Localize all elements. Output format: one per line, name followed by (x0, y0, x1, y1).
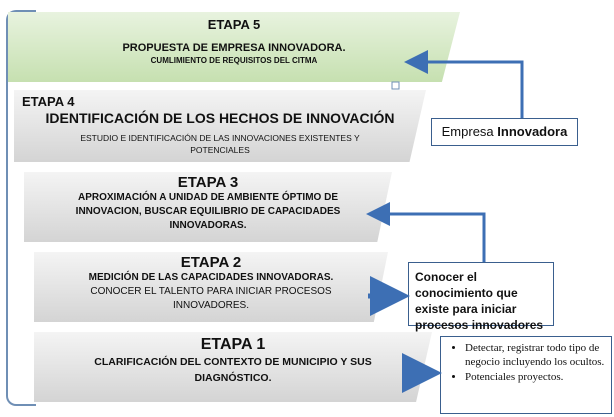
detectar-list-item-1: Detectar, registrar todo tipo de negocio… (465, 341, 607, 369)
left-bracket (6, 10, 36, 406)
stage-5-line1: PROPUESTA DE EMPRESA INNOVADORA. (122, 42, 346, 54)
stage-2-title: ETAPA 2 (180, 254, 242, 271)
empresa-innovadora-box: Empresa Innovadora (431, 118, 578, 146)
detectar-registrar-box: Detectar, registrar todo tipo de negocio… (440, 336, 612, 414)
stage-2-line2: CONOCER EL TALENTO PARA INICIAR PROCESOS (90, 286, 332, 297)
stage-5-title: ETAPA 5 (207, 17, 261, 32)
stage-4-line2a: ESTUDIO E IDENTIFICACIÓN DE LAS INNOVACI… (80, 133, 360, 143)
stage-5-banner: ETAPA 5 PROPUESTA DE EMPRESA INNOVADORA.… (8, 12, 460, 82)
stage-1-line1: CLARIFICACIÓN DEL CONTEXTO DE MUNICIPIO … (94, 356, 372, 368)
stage-4-line2b: POTENCIALES (190, 145, 250, 155)
stage-4-line2: ESTUDIO E IDENTIFICACIÓN DE LAS INNOVACI… (14, 132, 426, 156)
detectar-list: Detectar, registrar todo tipo de negocio… (449, 341, 607, 384)
stage-3-banner: ETAPA 3 APROXIMACIÓN A UNIDAD DE AMBIENT… (24, 172, 392, 242)
arrow-conocer-to-stage3 (366, 202, 486, 262)
small-marker-icon (391, 81, 400, 90)
stage-3-line3: INNOVADORAS. (169, 220, 247, 231)
detectar-list-item-2: Potenciales proyectos. (465, 370, 607, 384)
empresa-text-2: Innovadora (497, 124, 568, 139)
stage-4-title: ETAPA 4 (22, 94, 75, 109)
stage-3-line1: APROXIMACIÓN A UNIDAD DE AMBIENTE ÓPTIMO… (77, 192, 338, 203)
stage-4-banner: ETAPA 4 IDENTIFICACIÓN DE LOS HECHOS DE … (14, 90, 426, 162)
conocer-text: Conocer el conocimiento que existe para … (415, 270, 544, 332)
stage-2-line3: INNOVADORES. (173, 300, 249, 311)
stage-1-line2: DIAGNÓSTICO. (194, 372, 272, 384)
empresa-text-1: Empresa (441, 124, 498, 139)
stage-3-title: ETAPA 3 (177, 174, 239, 191)
stage-1-banner: ETAPA 1 CLARIFICACIÓN DEL CONTEXTO DE MU… (34, 332, 432, 402)
conocer-conocimiento-box: Conocer el conocimiento que existe para … (408, 262, 554, 332)
stage-4-line1: IDENTIFICACIÓN DE LOS HECHOS DE INNOVACI… (45, 110, 395, 126)
stage-2-line1: MEDICIÓN DE LAS CAPACIDADES INNOVADORAS. (88, 272, 334, 283)
stage-2-banner: ETAPA 2 MEDICIÓN DE LAS CAPACIDADES INNO… (34, 252, 388, 322)
stage-5-line2: CUMLIMIENTO DE REQUISITOS DEL CITMA (150, 56, 318, 65)
stage-3-line2: INNOVACION, BUSCAR EQUILIBRIO DE CAPACID… (75, 206, 341, 217)
stage-1-title: ETAPA 1 (200, 336, 266, 353)
